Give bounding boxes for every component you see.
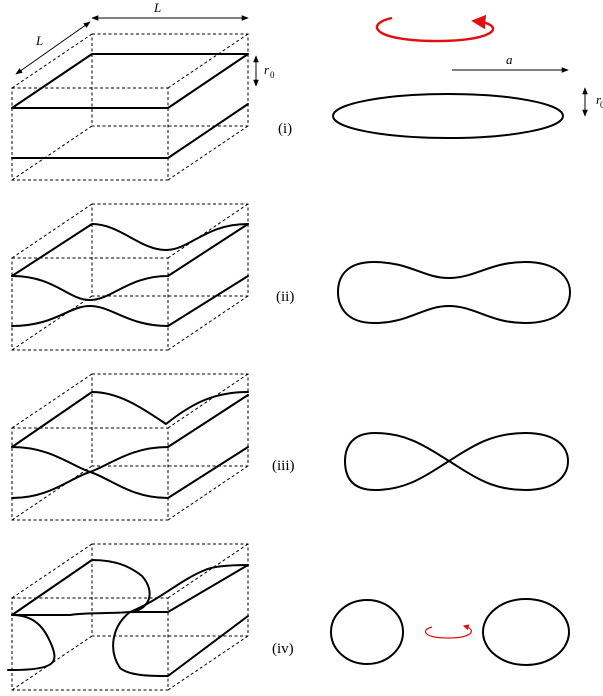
thickness-label: r (264, 62, 270, 77)
depth-arrow (15, 21, 91, 75)
dashed-box (11, 33, 249, 181)
cross-section-figure-eight (344, 432, 569, 491)
panel-i: (i) (11, 14, 564, 181)
panel-label-iii: (iii) (272, 458, 295, 474)
dashed-box (11, 373, 249, 521)
dashed-box (11, 203, 249, 351)
cross-section-left-circle (330, 599, 404, 665)
dashed-box (11, 543, 249, 691)
cross-thickness-label: r (596, 92, 602, 107)
panel-iv: (iv) (7, 543, 570, 691)
cross-section-ellipse (332, 93, 564, 139)
cross-section-right-circle (482, 598, 570, 666)
panel-label-i: (i) (278, 121, 292, 137)
panel-iii: (iii) (11, 373, 569, 521)
rotation-arrow-large (375, 14, 495, 43)
membrane-sheets (11, 223, 249, 327)
width-label: L (153, 0, 161, 15)
membrane-sheets (11, 53, 249, 159)
dimension-annotations: L L r 0 a r 0 (15, 0, 603, 117)
semi-axis-label: a (506, 52, 513, 67)
cross-thickness-label-subscript: 0 (600, 100, 603, 110)
cross-section-peanut (337, 261, 571, 324)
membrane-sheets (11, 391, 249, 499)
thickness-label-subscript: 0 (270, 70, 275, 80)
panel-label-ii: (ii) (276, 289, 294, 305)
depth-label: L (35, 33, 43, 48)
panel-ii: (ii) (11, 203, 571, 351)
rotation-arrow-small (424, 624, 473, 639)
membrane-tubes (7, 559, 249, 677)
panel-label-iv: (iv) (272, 641, 294, 657)
